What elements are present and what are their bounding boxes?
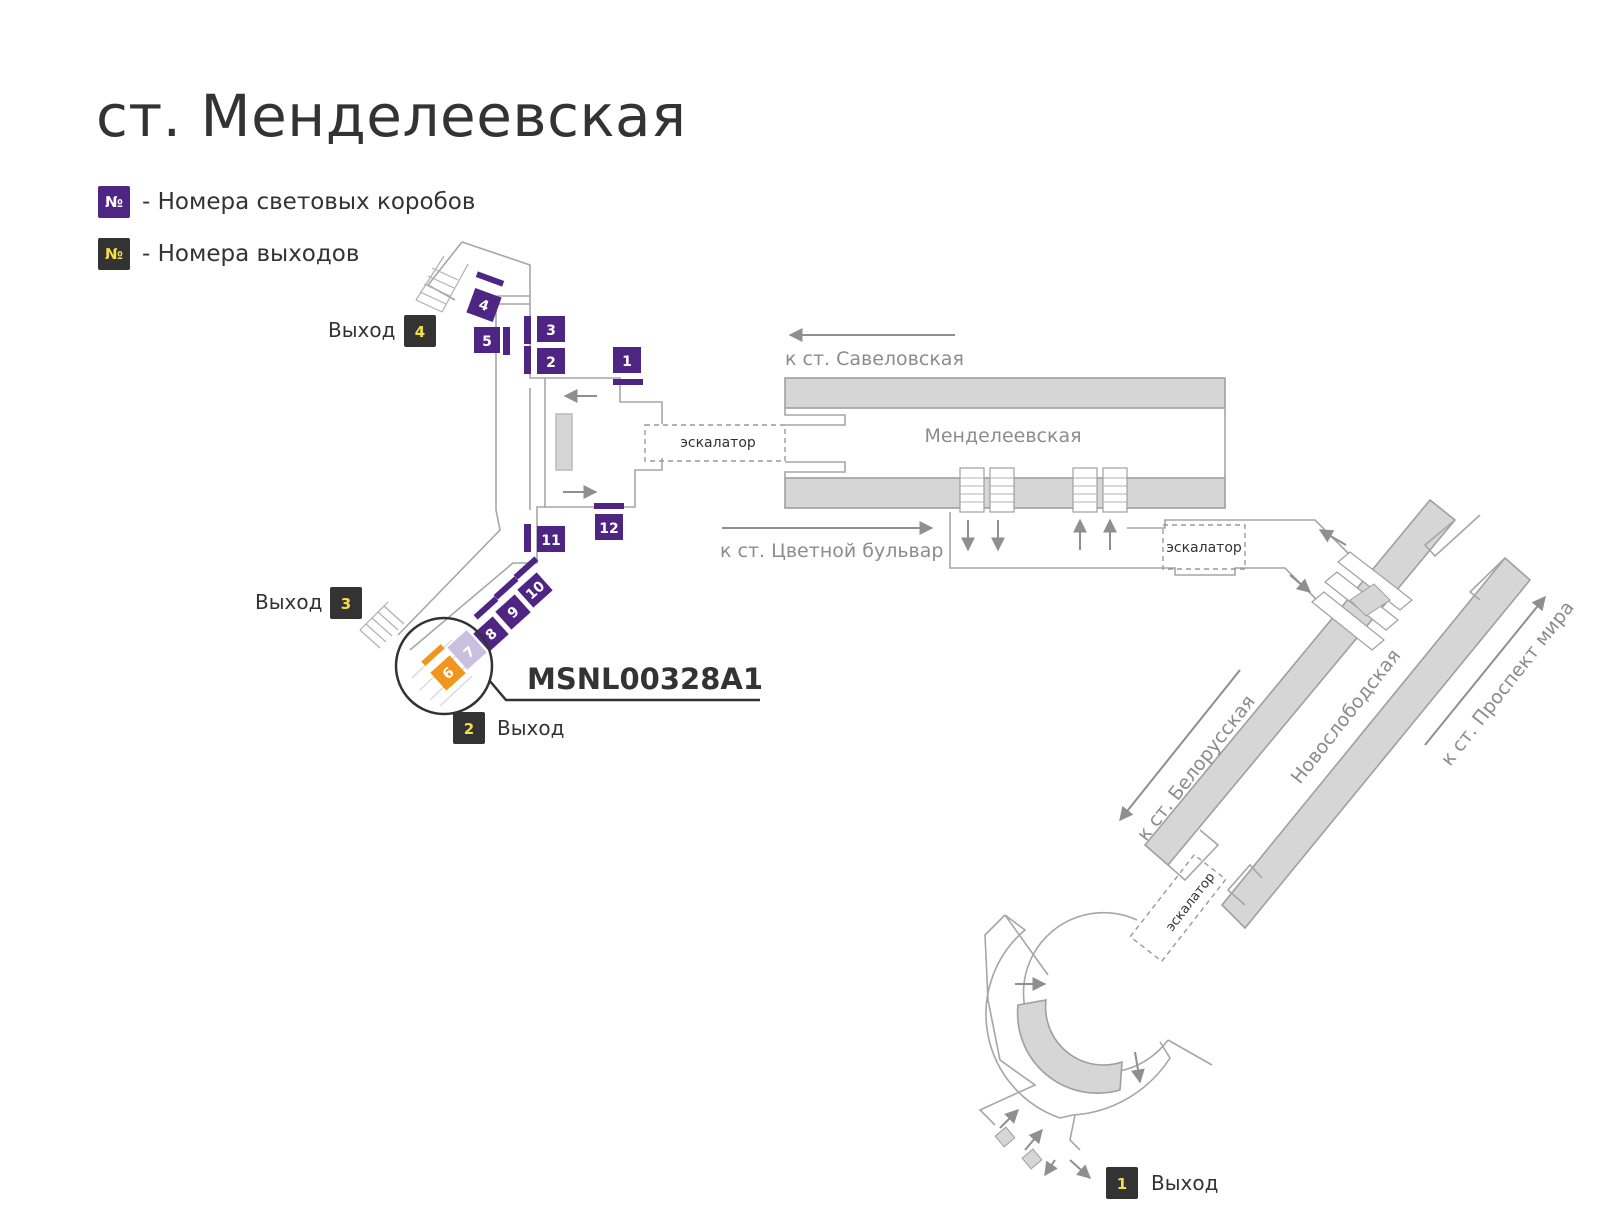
lightbox-4-group: 4 bbox=[466, 271, 505, 323]
flow-arrow bbox=[1024, 1128, 1043, 1151]
exit-3-label: Выход bbox=[255, 590, 322, 614]
lightbox-10 bbox=[517, 572, 553, 608]
lightbox-5-bar bbox=[503, 327, 510, 355]
flow-arrow bbox=[1044, 1159, 1058, 1177]
lightbox-2 bbox=[537, 348, 565, 374]
lightbox-11-bar bbox=[524, 524, 531, 552]
lightbox-11-label: 11 bbox=[541, 533, 560, 549]
exit-1-number: 1 bbox=[1117, 1175, 1127, 1193]
exit-3-number: 3 bbox=[341, 595, 351, 613]
legend-lightbox-text: - Номера световых коробов bbox=[142, 189, 476, 215]
exit-1-label: Выход bbox=[1151, 1171, 1218, 1195]
exit-1-badge bbox=[1106, 1167, 1138, 1199]
legend-exit: № - Номера выходов bbox=[98, 238, 359, 270]
flow-arrow bbox=[999, 1109, 1019, 1129]
turnstile bbox=[994, 1126, 1016, 1148]
legend-lightbox: № - Номера световых коробов bbox=[98, 186, 475, 218]
lightbox-legend-swatch: № bbox=[98, 186, 130, 218]
lightbox-11 bbox=[537, 526, 565, 552]
exit-3-badge bbox=[330, 587, 362, 619]
mendeleevskaya-platform bbox=[784, 377, 1361, 619]
lightbox-3-bar bbox=[524, 316, 531, 344]
escalator-left-label: эскалатор bbox=[680, 435, 756, 451]
page-title: ст. Менделеевская bbox=[96, 82, 687, 150]
callout-line bbox=[488, 679, 760, 702]
lightbox-1-bar bbox=[613, 379, 643, 385]
exit-2-badge bbox=[453, 712, 485, 744]
station-name-mendeleevskaya: Менделеевская bbox=[924, 425, 1081, 447]
lightbox-8 bbox=[473, 616, 509, 652]
lightbox-code: MSNL00328A1 bbox=[527, 662, 763, 696]
lightbox-12-label: 12 bbox=[599, 521, 618, 537]
lightbox-7-bar bbox=[447, 630, 471, 652]
direction-savelovskaya: к ст. Савеловская bbox=[785, 348, 964, 370]
flow-arrow bbox=[1289, 574, 1312, 593]
lightbox-4 bbox=[466, 287, 502, 323]
diagonal-lightboxes: 10 9 8 bbox=[473, 556, 553, 652]
exit-2-number: 2 bbox=[464, 720, 474, 738]
escalator-left bbox=[644, 424, 786, 462]
lightbox-3-label: 3 bbox=[546, 323, 556, 339]
flow-arrow bbox=[1131, 1051, 1145, 1084]
exit-4-number: 4 bbox=[415, 323, 425, 341]
exit-4-label: Выход bbox=[328, 318, 395, 342]
direction-arrow-belorusskaya bbox=[1119, 669, 1241, 822]
lightbox-2-bar bbox=[524, 346, 531, 374]
direction-tsvetnoy: к ст. Цветной бульвар bbox=[720, 540, 943, 562]
lightbox-5-label: 5 bbox=[482, 334, 492, 350]
direction-arrow-prospekt-mira bbox=[1424, 595, 1546, 746]
flow-arrow bbox=[1318, 529, 1347, 546]
flow-arrow bbox=[1069, 1159, 1092, 1179]
turnstile bbox=[1021, 1148, 1043, 1170]
lightbox-2-label: 2 bbox=[546, 355, 556, 371]
lightbox-6-bar bbox=[421, 644, 445, 666]
lightbox-6 bbox=[430, 655, 466, 691]
exit-4-badge bbox=[404, 315, 436, 347]
escalator-right-label: эскалатор bbox=[1166, 540, 1242, 556]
escalator-right bbox=[1162, 524, 1246, 570]
lightbox-1-label: 1 bbox=[622, 354, 632, 370]
lightbox-12-bar bbox=[594, 503, 624, 509]
highlight-circle bbox=[394, 616, 494, 716]
lightbox-7 bbox=[451, 634, 487, 670]
lightbox-1 bbox=[613, 347, 641, 373]
lightbox-3 bbox=[537, 316, 565, 342]
exit-legend-swatch: № bbox=[98, 238, 130, 270]
lightbox-5 bbox=[474, 327, 500, 353]
lightbox-12 bbox=[595, 514, 623, 540]
round-platform-block bbox=[1016, 999, 1123, 1094]
lightbox-9 bbox=[495, 594, 531, 630]
exit-2-label: Выход bbox=[497, 716, 564, 740]
novoslobodskaya-platform bbox=[1143, 498, 1532, 930]
legend-exit-text: - Номера выходов bbox=[142, 241, 360, 267]
